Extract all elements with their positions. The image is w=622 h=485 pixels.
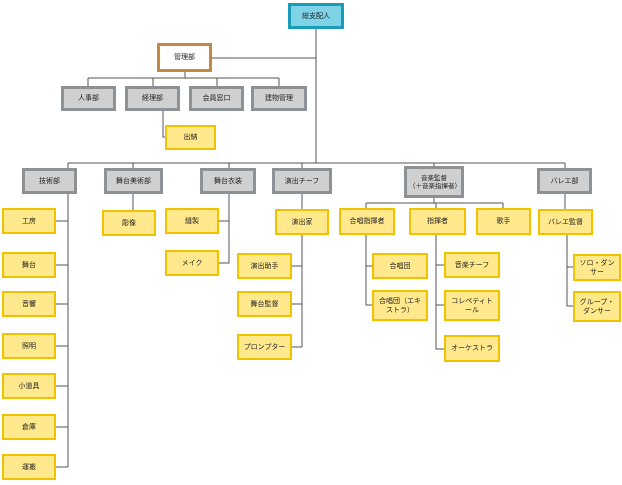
node-assistant-director: 演出助手	[237, 253, 292, 279]
node-music-director: 音楽監督 （＋音楽指揮者）	[404, 166, 464, 198]
node-props: 小道具	[2, 373, 56, 399]
node-music-chief: 音楽チーフ	[444, 252, 500, 278]
node-member-desk: 会員窓口	[189, 86, 244, 111]
node-sculpture: 彫像	[102, 210, 156, 236]
node-conductor: 指揮者	[409, 208, 466, 235]
node-accounting: 経理部	[125, 86, 180, 111]
node-building: 建物管理	[251, 86, 307, 111]
node-workshop: 工房	[2, 208, 56, 234]
node-group-dancers: グループ・ダンサー	[573, 291, 621, 322]
node-ballet: バレエ部	[537, 168, 592, 194]
node-storage: 倉庫	[2, 414, 56, 440]
node-makeup: メイク	[165, 250, 219, 276]
node-ballet-master: バレエ監督	[538, 209, 593, 235]
node-cashier: 出納	[165, 125, 216, 150]
node-stage: 舞台	[2, 252, 56, 278]
node-admin: 管理部	[157, 43, 212, 72]
node-director: 演出家	[275, 209, 329, 235]
node-lighting: 照明	[2, 333, 56, 359]
node-sound: 音響	[2, 291, 56, 317]
node-repetiteur: コレペティトール	[444, 290, 500, 321]
node-general-manager: 総支配人	[288, 3, 344, 29]
node-orchestra: オーケストラ	[444, 335, 500, 362]
node-prompter: プロンプター	[237, 334, 292, 360]
node-costume: 舞台衣装	[200, 168, 256, 194]
node-choir-extra: 合唱団（エキストラ）	[372, 290, 428, 321]
node-hr: 人事部	[61, 86, 116, 111]
node-stage-manager: 舞台監督	[237, 291, 292, 317]
node-technical: 技術部	[22, 168, 77, 194]
node-direction-chief: 演出チーフ	[272, 168, 332, 194]
node-sewing: 縫製	[165, 208, 219, 234]
node-stage-art: 舞台美術部	[104, 168, 163, 194]
node-solo-dancers: ソロ・ダンサー	[573, 254, 621, 281]
node-choir-conductor: 合唱指揮者	[339, 208, 395, 235]
node-singers: 歌手	[476, 208, 531, 235]
node-transport: 運搬	[2, 454, 56, 480]
node-choir: 合唱団	[372, 253, 428, 279]
